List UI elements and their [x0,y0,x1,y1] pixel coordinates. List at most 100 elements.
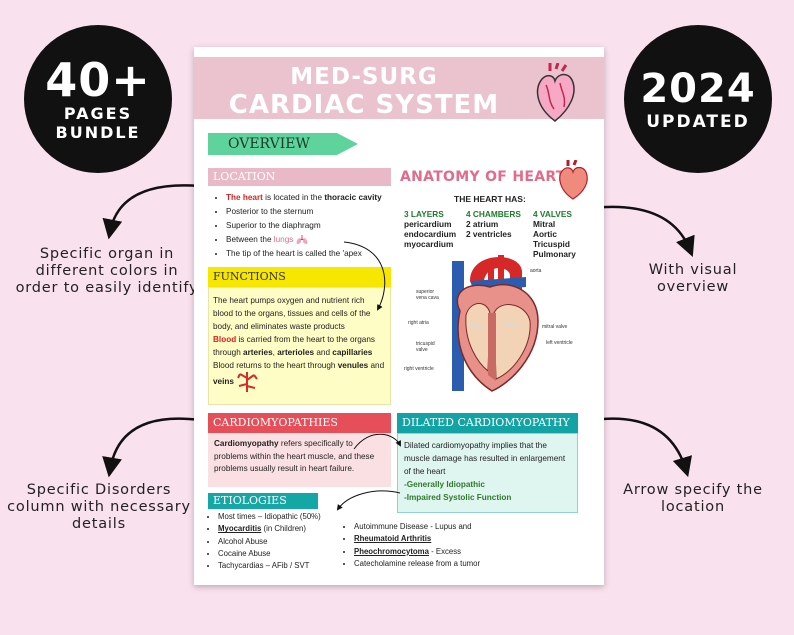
functions-text: Blood returns to the heart through [213,361,338,370]
valve-item: Aortic [533,229,557,239]
functions-text: , [272,348,278,357]
chamber-item: 2 ventricles [466,229,512,239]
updated-badge: 2024 UPDATED [624,25,772,173]
list-item: Superior to the diaphragm [226,219,396,233]
cardiomyopathy-term: Cardiomyopathy [214,439,279,448]
heart-icon [536,63,575,122]
rheumatoid-term: Rheumatoid Arthritis [354,534,432,544]
label-svc-2: vena cava [416,295,439,301]
functions-p3: Blood returns to the heart through venul… [213,359,386,392]
blood-vessel-icon [237,372,259,392]
pheochromocytoma-term: Pheochromocytoma [354,546,429,556]
veins-term: veins [213,377,234,387]
callout-disorders: Specific Disorders column with necessary… [7,482,191,532]
functions-text: and [314,348,333,357]
valve-item: Tricuspid [533,239,570,249]
list-item: Myocarditis (in Children) [218,523,348,535]
list-item: Cocaine Abuse [218,548,348,560]
pages-bundle-badge: 40+ PAGES BUNDLE [24,25,172,173]
chambers-heading: 4 CHAMBERS [466,209,521,219]
cardiomyopathy-text: refers specifically to problems within t… [214,439,375,473]
functions-p1: The heart pumps oxygen and nutrient rich… [213,296,371,331]
callout-arrow: Arrow specify the location [623,482,763,515]
heart-icon [559,160,588,200]
cardiomyopathies-header: CARDIOMYOPATHIES [208,413,391,433]
label-right-ventricle: right ventricle [404,366,434,372]
location-header: LOCATION [208,168,391,186]
valve-item: Mitral [533,219,556,229]
valve-item: Pulmonary [533,249,576,259]
title-band: MED-SURG CARDIAC SYSTEM [194,57,604,120]
functions-p2: Blood is carried from the heart to the o… [213,333,386,359]
doc-title-line1: MED-SURG [290,64,438,90]
location-text: Between the [226,235,274,244]
etiologies-column-2: Autoimmune Disease - Lupus and Rheumatoi… [344,521,534,570]
chamber-item: 2 atrium [466,219,499,229]
lungs-term: lungs [273,235,294,244]
arrow-disorders [102,417,201,478]
layer-item: myocardium [404,239,454,249]
heart-has-heading: THE HEART HAS: [454,194,526,204]
label-mitral-valve: mitral valve [542,324,568,330]
label-svc-1: superior [416,289,435,295]
chambers-column: 4 CHAMBERS 2 atrium 2 ventricles [466,209,521,239]
dilated-header: DILATED CARDIOMYOPATHY [397,413,578,433]
anatomy-title: ANATOMY OF HEART [400,169,566,185]
capillaries-term: capillaries [332,348,373,357]
functions-box: The heart pumps oxygen and nutrient rich… [208,287,391,405]
label-tricuspid-2: valve [416,347,428,353]
list-item: Tachycardias – AFib / SVT [218,560,348,572]
arrow-organ-colors [102,184,201,240]
lungs-icon [296,234,308,244]
arteries-term: arteries [243,348,273,357]
dilated-text: Dilated cardiomyopathy implies that the … [404,441,566,476]
badge-year: 2024 [640,65,756,112]
document-page: MED-SURG CARDIAC SYSTEM OVERVIEW LOCATIO… [194,47,604,585]
etiologies-column-1: Most times – Idiopathic (50%) Myocarditi… [208,511,348,572]
page-arrows [336,241,401,511]
label-right-atria: right atria [408,320,429,326]
etiology-text: (in Children) [261,524,306,534]
dilated-box: Dilated cardiomyopathy implies that the … [397,433,578,513]
arrow-location [591,417,692,478]
venules-term: venules [337,361,369,370]
list-item: Between the lungs [226,233,396,247]
list-item: Pheochromocytoma - Excess [354,546,534,558]
list-item: Posterior to the sternum [226,205,396,219]
layer-item: pericardium [404,219,452,229]
list-item: The tip of the heart is called the 'apex [226,247,396,261]
myocarditis-term: Myocarditis [218,524,262,534]
valves-heading: 4 VALVES [533,209,572,219]
blood-term: Blood [213,335,237,344]
callout-organ-colors: Specific organ in different colors in or… [15,246,199,296]
location-list: The heart is located in the thoracic cav… [214,191,396,261]
heart-diagram [452,255,539,392]
list-item: Alcohol Abuse [218,536,348,548]
list-item: The heart is located in the thoracic cav… [226,191,396,205]
overview-label: OVERVIEW [228,136,310,152]
etiologies-header: ETIOLOGIES [208,493,318,509]
valves-column: 4 VALVES Mitral Aortic Tricuspid Pulmona… [533,209,576,259]
overview-banner: OVERVIEW [208,133,358,155]
etiology-text: - Excess [428,546,462,556]
dilated-point-2: -Impaired Systolic Function [404,493,512,502]
label-aorta: aorta [530,268,542,274]
list-item: Most times – Idiopathic (50%) [218,511,348,523]
list-item: Autoimmune Disease - Lupus and [354,521,534,533]
functions-text: is carried from the heart to the organs … [213,335,376,357]
badge-line2: BUNDLE [55,123,141,142]
functions-header: FUNCTIONS [208,267,391,287]
layers-heading: 3 LAYERS [404,209,444,219]
arrow-visual [591,205,695,257]
label-tricuspid-1: tricuspid [416,341,435,347]
location-text: is located in the [262,193,325,202]
list-item: Catecholamine release from a tumor [354,558,534,570]
the-heart-term: The heart [226,193,263,202]
callout-visual: With visual overview [648,262,738,295]
list-item: Rheumatoid Arthritis [354,533,534,545]
badge-line1: PAGES [63,104,133,123]
doc-title-line2: CARDIAC SYSTEM [228,90,500,120]
layer-item: endocardium [404,229,457,239]
label-left-ventricle: left ventricle [546,340,573,346]
functions-text: and [368,361,385,370]
